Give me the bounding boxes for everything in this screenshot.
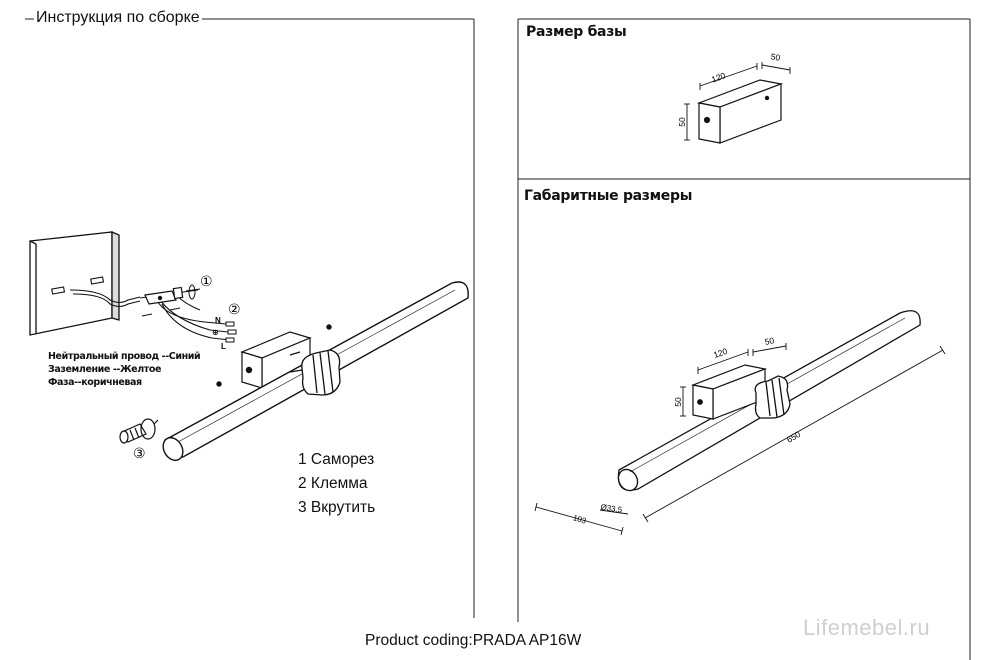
- overall-size-title: Габаритные размеры: [524, 188, 693, 204]
- page-title: Инструкция по сборке: [34, 9, 202, 27]
- legend-item-3: 3 Вкрутить: [298, 499, 376, 516]
- wire-label-neutral: Нейтральный провод --Синий: [48, 351, 201, 362]
- callout-3: ③: [133, 445, 146, 461]
- overall-base: [690, 364, 768, 420]
- frame-lines: [25, 18, 971, 660]
- base-dim-width: 50: [770, 51, 781, 63]
- terminal-screws: [216, 321, 332, 387]
- overall-dim-height: 50: [673, 397, 683, 407]
- legend: 1 Саморез 2 Клемма 3 Вкрутить: [298, 448, 375, 520]
- screws-step1: [141, 284, 201, 317]
- wire-labels: Нейтральный провод --Синий Заземление --…: [48, 350, 201, 389]
- wire-label-phase: Фаза--коричневая: [48, 377, 142, 388]
- mounting-bracket: [144, 286, 184, 305]
- lamp-collar: [289, 349, 341, 396]
- base-box-drawing: [696, 79, 784, 144]
- overall-dimension-lines: [534, 343, 946, 536]
- base-dimension-lines: [684, 62, 791, 141]
- callout-1: ①: [200, 273, 213, 289]
- overall-dim-offset: 103: [572, 513, 588, 525]
- terminal-l: L: [221, 342, 226, 351]
- step-callouts: ① ② ③: [133, 273, 241, 461]
- base-dim-height: 50: [677, 117, 687, 127]
- callout-2: ②: [228, 301, 241, 317]
- legend-item-1: 1 Саморез: [298, 451, 375, 468]
- terminal-n: N: [215, 316, 221, 325]
- watermark: Lifemebel.ru: [803, 615, 931, 640]
- legend-item-2: 2 Клемма: [298, 475, 368, 492]
- overall-dim-length: 120: [712, 346, 729, 360]
- wire-label-ground: Заземление --Желтое: [48, 364, 162, 375]
- wall-plate: [29, 231, 120, 336]
- overall-dim-diameter: Ø33.5: [600, 503, 623, 515]
- key-tool: [119, 418, 159, 444]
- base-size-title: Размер базы: [526, 24, 627, 40]
- overall-dim-width: 50: [764, 335, 776, 347]
- screw-anchors: [51, 276, 105, 295]
- terminal-ground: ⊕: [212, 328, 219, 337]
- terminal-marks: N ⊕ L: [212, 316, 226, 351]
- product-coding: Product coding:PRADA AP16W: [365, 632, 582, 649]
- overall-collar: [754, 375, 791, 419]
- base-dim-length: 120: [710, 70, 727, 84]
